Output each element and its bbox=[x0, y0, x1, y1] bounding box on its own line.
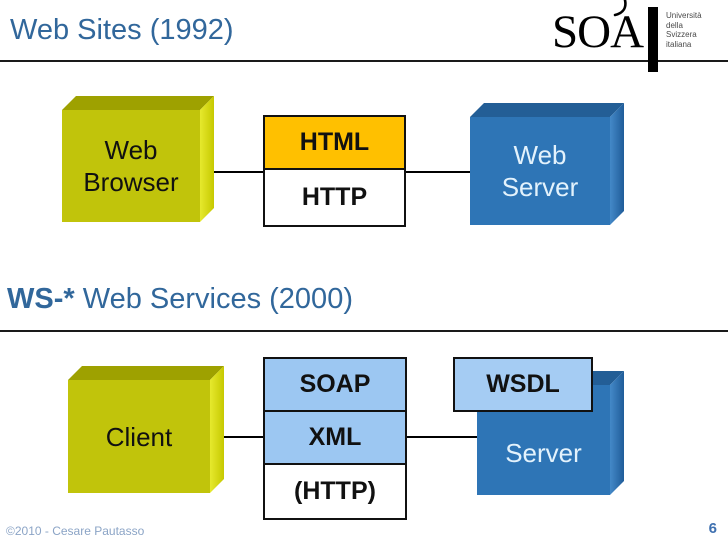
university-line: Svizzera bbox=[666, 30, 697, 39]
soa-logo: SOA bbox=[552, 6, 644, 58]
protocol-box-soap: SOAP bbox=[263, 357, 407, 412]
university-line: della bbox=[666, 20, 683, 30]
copyright-footer: ©2010 - Cesare Pautasso bbox=[6, 524, 145, 538]
protocol-label: HTTP bbox=[301, 183, 368, 211]
logo-divider-bar bbox=[648, 7, 658, 72]
label-line: Web bbox=[104, 135, 158, 165]
protocol-label: (HTTP) bbox=[294, 477, 376, 505]
soa-logo-accent-icon bbox=[613, 0, 627, 17]
cube-shape-icon bbox=[62, 96, 214, 222]
client-label: Client bbox=[68, 380, 210, 493]
server-label: Server bbox=[477, 411, 610, 495]
title-underline-2 bbox=[0, 330, 728, 332]
client-node: Client bbox=[68, 366, 224, 493]
slide-title-webservices: WS-* Web Services (2000) bbox=[7, 283, 353, 316]
university-name: Università della Svizzera italiana bbox=[666, 11, 702, 49]
title-webservices-rest: Web Services (2000) bbox=[74, 283, 353, 315]
web-browser-node: Web Browser bbox=[62, 96, 214, 222]
cube-shape-icon bbox=[470, 103, 624, 225]
web-server-label: Web Server bbox=[470, 117, 610, 225]
cube-shape-icon bbox=[68, 366, 224, 493]
protocol-box-wsdl: WSDL bbox=[453, 357, 593, 412]
title-ws-star: WS-* bbox=[7, 283, 75, 315]
page-number: 6 bbox=[708, 520, 717, 537]
label-line: Web bbox=[513, 140, 567, 170]
protocol-label: XML bbox=[308, 423, 362, 451]
label-line: Browser bbox=[83, 167, 179, 197]
protocol-label: HTML bbox=[299, 128, 370, 156]
protocol-box-html: HTML bbox=[263, 115, 406, 170]
university-line: italiana bbox=[666, 39, 692, 49]
label-line: Server bbox=[505, 438, 582, 468]
protocol-label: SOAP bbox=[299, 370, 371, 398]
label-line: Server bbox=[501, 172, 579, 202]
protocol-box-http-optional: (HTTP) bbox=[263, 463, 407, 520]
web-server-node: Web Server bbox=[470, 103, 624, 225]
protocol-box-xml: XML bbox=[263, 410, 407, 465]
protocol-box-http: HTTP bbox=[263, 168, 406, 227]
label-line: Client bbox=[105, 421, 173, 452]
slide-title-websites: Web Sites (1992) bbox=[10, 14, 234, 46]
web-browser-label: Web Browser bbox=[62, 110, 200, 222]
protocol-label: WSDL bbox=[486, 370, 560, 398]
university-line: Università bbox=[666, 11, 702, 20]
title-underline bbox=[0, 60, 728, 62]
